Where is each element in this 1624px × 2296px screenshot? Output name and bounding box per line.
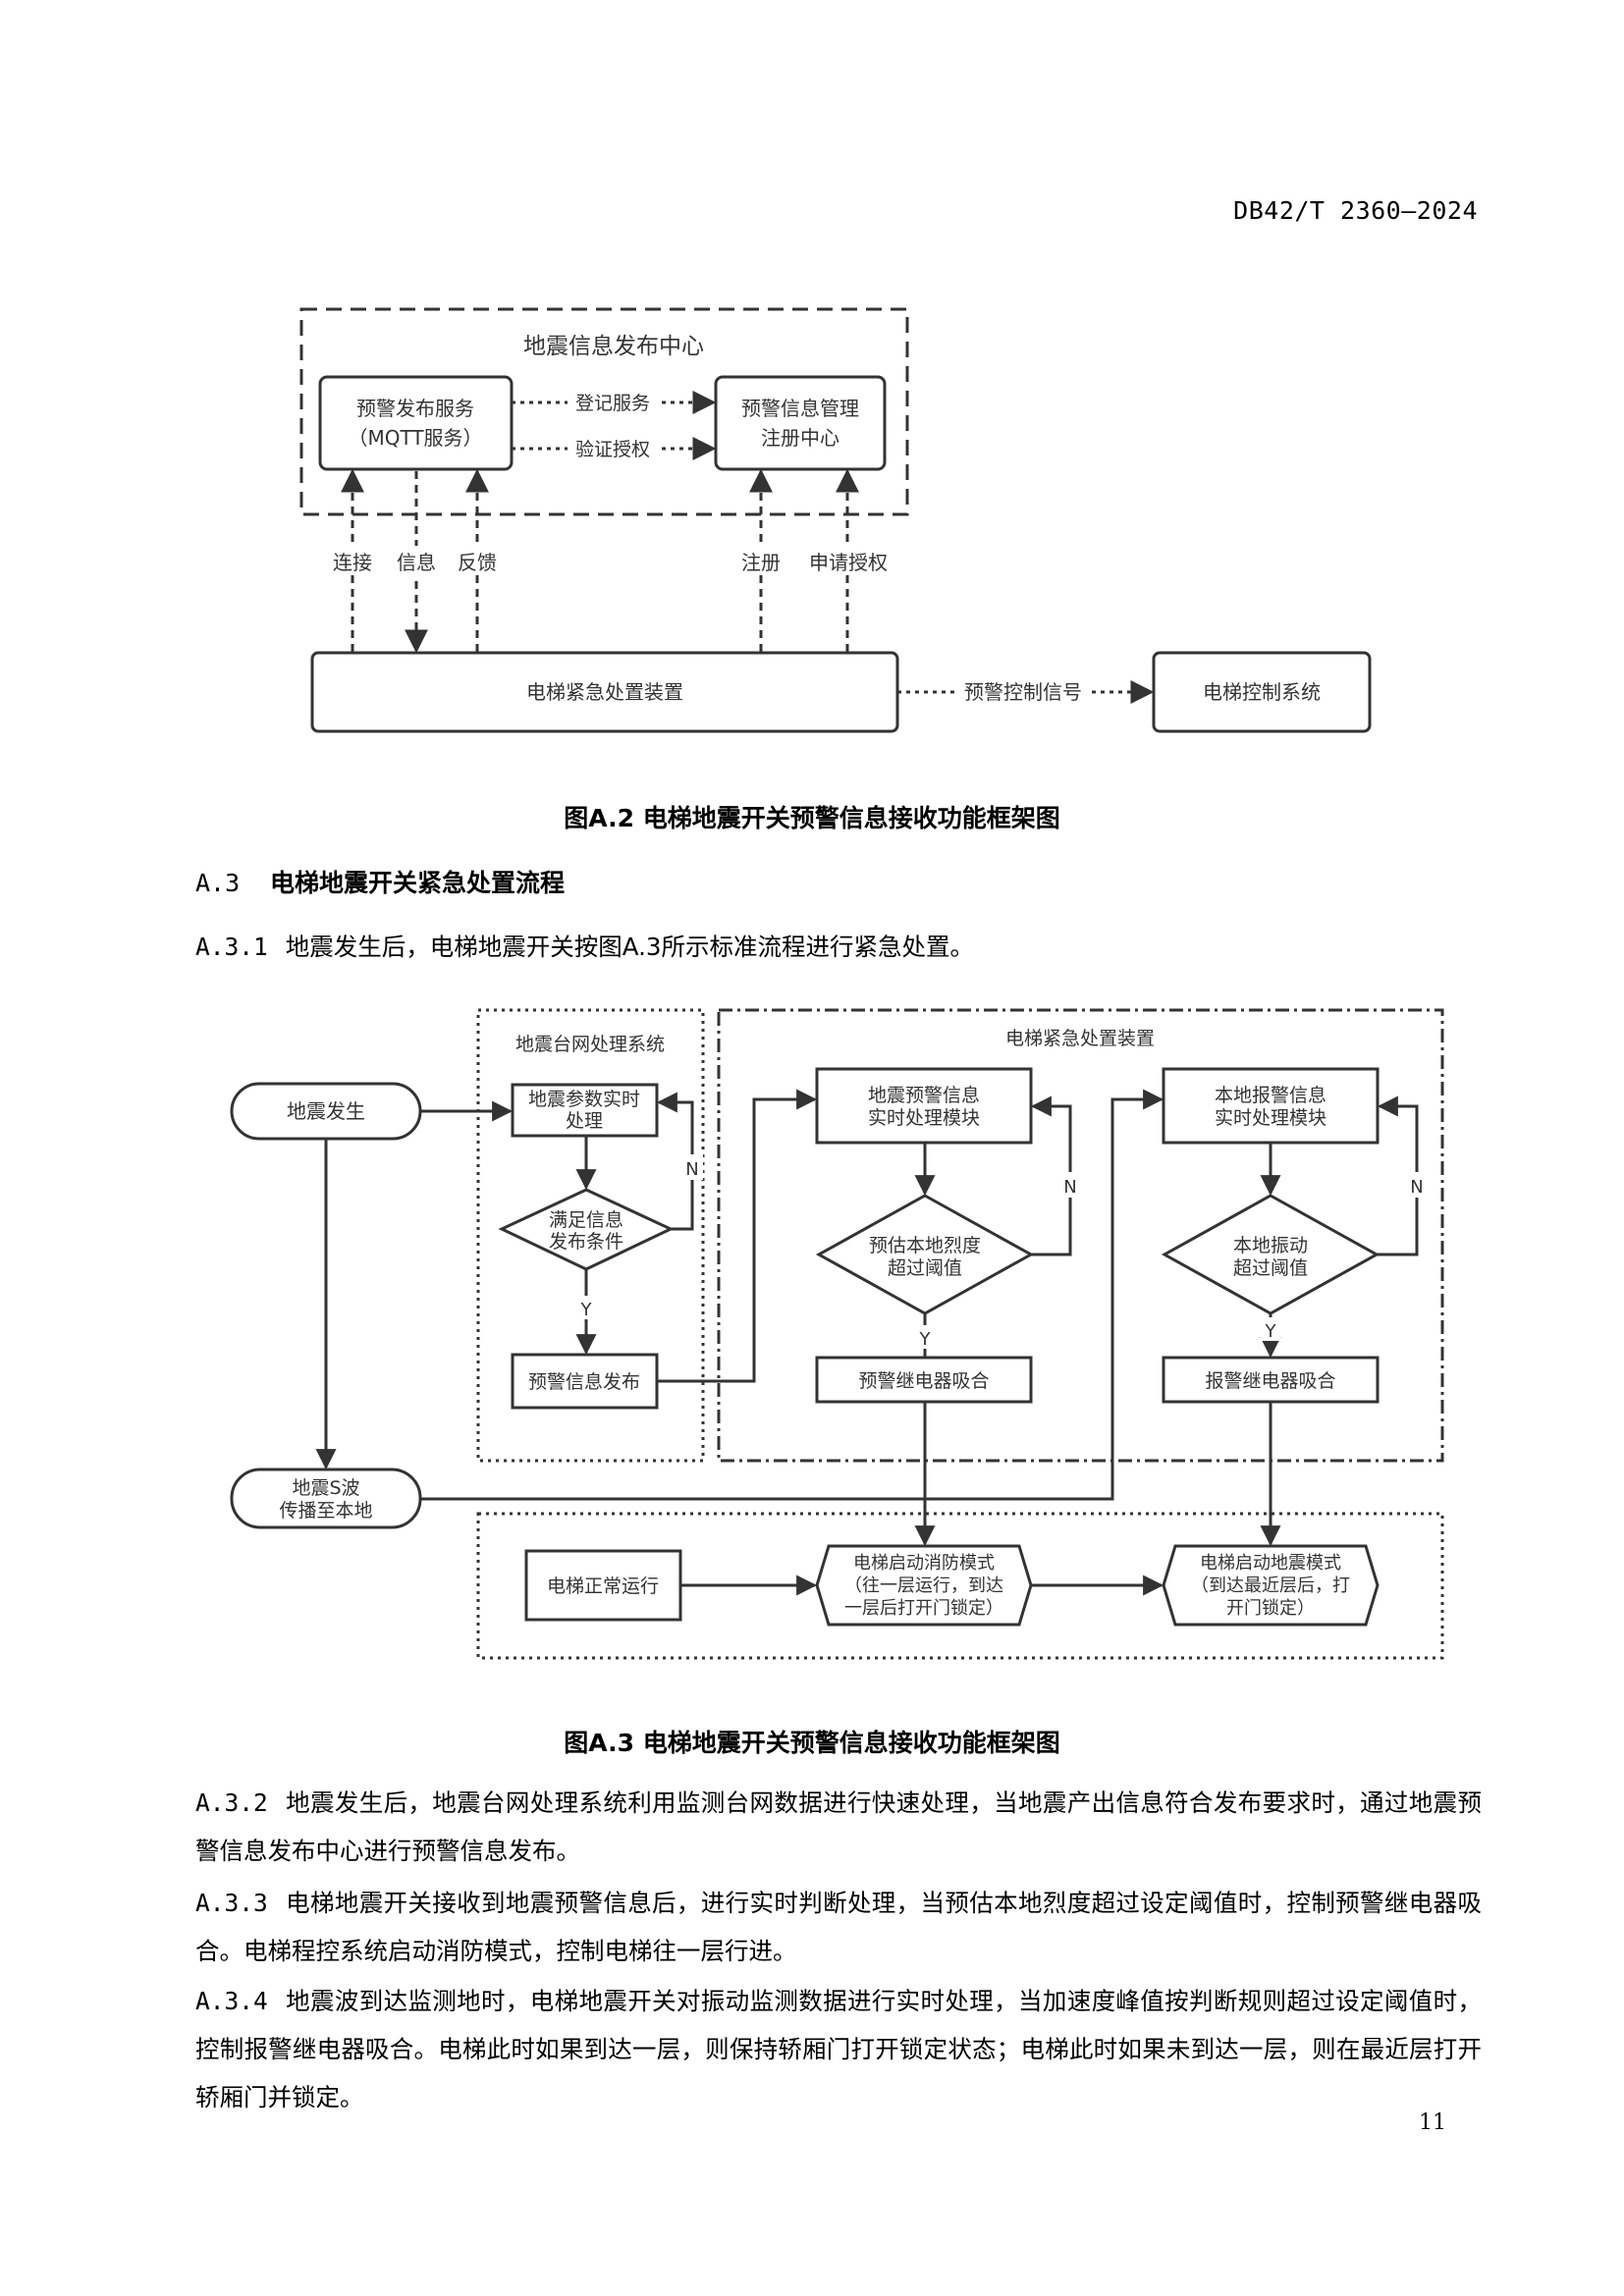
device-group-title: 电梯紧急处置装置 [1005,1028,1155,1049]
release-center-group [299,307,909,516]
vibration-check-line2: 超过阈值 [1233,1257,1308,1279]
label-no-intensity: N [1063,1177,1076,1198]
publish-condition-line1: 满足信息 [549,1209,623,1231]
fire-mode-line1: 电梯启动消防模式 [853,1553,995,1574]
edge-publish-to-module [657,1089,818,1383]
paragraph-a31: A.3.1 地震发生后，电梯地震开关按图A.3所示标准流程进行紧急处置。 [195,923,1482,971]
warning-publish-node [511,1353,659,1410]
figure-a2-caption: 图A.2 电梯地震开关预警信息接收功能框架图 [564,804,1060,832]
label-verify-auth: 验证授权 [575,439,650,460]
label-yes-vibration: Y [1265,1321,1277,1342]
alarm-module-line2: 实时处理模块 [1215,1107,1326,1129]
label-info: 信息 [397,551,436,574]
paragraph-number: A.3.1 [195,933,268,961]
standard-code: DB42/T 2360—2024 [1233,196,1478,225]
label-yes-condition: Y [580,1300,593,1320]
registry-center-box [714,375,887,471]
warning-module-line2: 实时处理模块 [868,1107,980,1129]
label-no-condition: N [685,1159,698,1180]
fire-mode-line2: （往一层运行，到达 [844,1575,1003,1596]
release-center-title: 地震信息发布中心 [523,334,704,359]
elevator-group [476,1512,1444,1660]
label-feedback: 反馈 [458,551,497,574]
intensity-check-line1: 预估本地烈度 [869,1235,981,1256]
control-system-label: 电梯控制系统 [1203,680,1321,704]
device-label: 电梯紧急处置装置 [526,680,683,704]
publish-condition-line2: 发布条件 [549,1231,623,1253]
label-no-vibration: N [1410,1177,1423,1198]
paragraph-text: 地震发生后，地震台网处理系统利用监测台网数据进行快速处理，当地震产出信息符合发布… [195,1789,1482,1865]
paragraph-text: 地震波到达监测地时，电梯地震开关对振动监测数据进行实时处理，当加速度峰值按判断规… [195,1987,1482,2111]
fire-mode-line3: 一层后打开门锁定） [844,1598,1003,1619]
quake-mode-line3: 开门锁定） [1226,1598,1315,1619]
section-number: A.3 [195,869,241,897]
edge-swave-to-alarm [420,1089,1164,1501]
figure-a2-diagram: 地震信息发布中心 预警发布服务 （MQTT服务） 预警信息管理 注册中心 登记服… [299,307,1372,733]
publish-service-line1: 预警发布服务 [356,397,474,420]
warning-module-line1: 地震预警信息 [868,1085,980,1106]
alarm-relay-label: 报警继电器吸合 [1205,1370,1335,1392]
network-group-title: 地震台网处理系统 [515,1034,665,1055]
network-group [476,1008,705,1463]
vibration-check-line1: 本地振动 [1233,1235,1308,1256]
figure-a3-flowchart: 地震台网处理系统 电梯紧急处置装置 地震发生 地震参数实时 处理 满足信息 发布… [230,1008,1444,1660]
warning-relay-label: 预警继电器吸合 [858,1370,989,1392]
quake-mode-line1: 电梯启动地震模式 [1200,1553,1341,1574]
registry-center-line2: 注册中心 [761,426,839,450]
intensity-check-line2: 超过阈值 [888,1257,962,1279]
label-register: 注册 [741,551,781,574]
device-group [717,1008,1444,1463]
page-number: 11 [1419,2110,1446,2135]
quake-mode-line2: （到达最近层后，打 [1191,1575,1350,1596]
registry-center-line1: 预警信息管理 [741,397,859,420]
paragraph-number: A.3.3 [195,1889,268,1917]
param-processing-line2: 处理 [566,1110,603,1132]
figure-a3-caption: 图A.3 电梯地震开关预警信息接收功能框架图 [564,1729,1060,1757]
paragraph-number: A.3.2 [195,1789,268,1817]
publish-service-line2: （MQTT服务） [348,426,482,450]
label-register-service: 登记服务 [575,393,650,414]
alarm-module-line1: 本地报警信息 [1215,1085,1326,1106]
earthquake-occurs-label: 地震发生 [287,1099,365,1123]
label-connect: 连接 [333,551,372,574]
section-title: 电梯地震开关紧急处置流程 [270,869,566,897]
param-processing-line1: 地震参数实时 [528,1089,640,1110]
paragraph-number: A.3.4 [195,1987,268,2015]
paragraph-text: 地震发生后，电梯地震开关按图A.3所示标准流程进行紧急处置。 [285,933,974,961]
normal-run-label: 电梯正常运行 [547,1575,659,1597]
publish-service-box [318,375,514,471]
label-apply-auth: 申请授权 [809,551,888,574]
paragraph-text: 电梯地震开关接收到地震预警信息后，进行实时判断处理，当预估本地烈度超过设定阈值时… [195,1889,1482,1965]
s-wave-line1: 地震S波 [292,1477,359,1499]
normal-run-node [524,1549,682,1622]
s-wave-line2: 传播至本地 [279,1500,372,1522]
warning-publish-label: 预警信息发布 [528,1371,640,1393]
label-control-signal: 预警控制信号 [964,680,1082,704]
section-heading: A.3 电梯地震开关紧急处置流程 [195,864,565,899]
label-yes-intensity: Y [919,1329,932,1350]
